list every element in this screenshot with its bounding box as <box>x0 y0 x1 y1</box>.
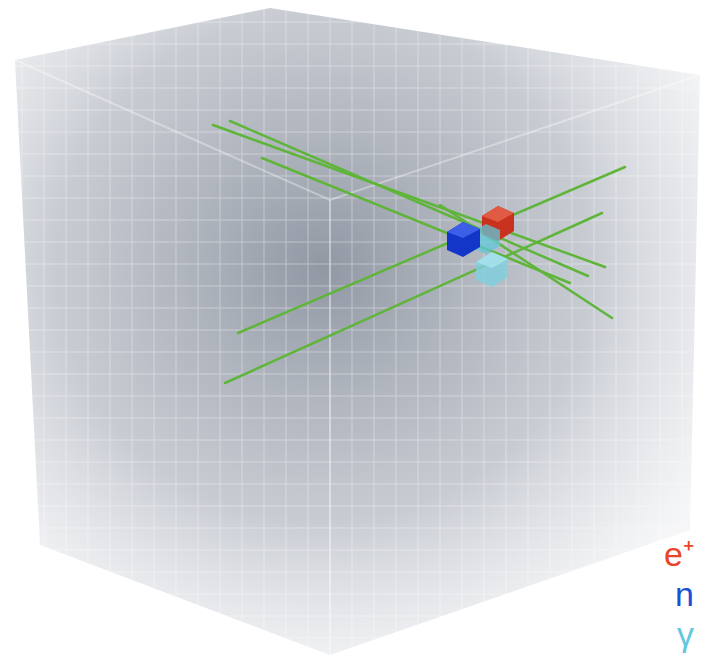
legend-entry: n <box>664 575 694 615</box>
legend: e⁺nγ <box>664 535 694 655</box>
legend-text: γ <box>677 615 694 653</box>
legend-text: e⁺ <box>664 535 694 573</box>
legend-text: n <box>675 575 694 613</box>
legend-entry: γ <box>664 615 694 655</box>
legend-entry: e⁺ <box>664 535 694 575</box>
